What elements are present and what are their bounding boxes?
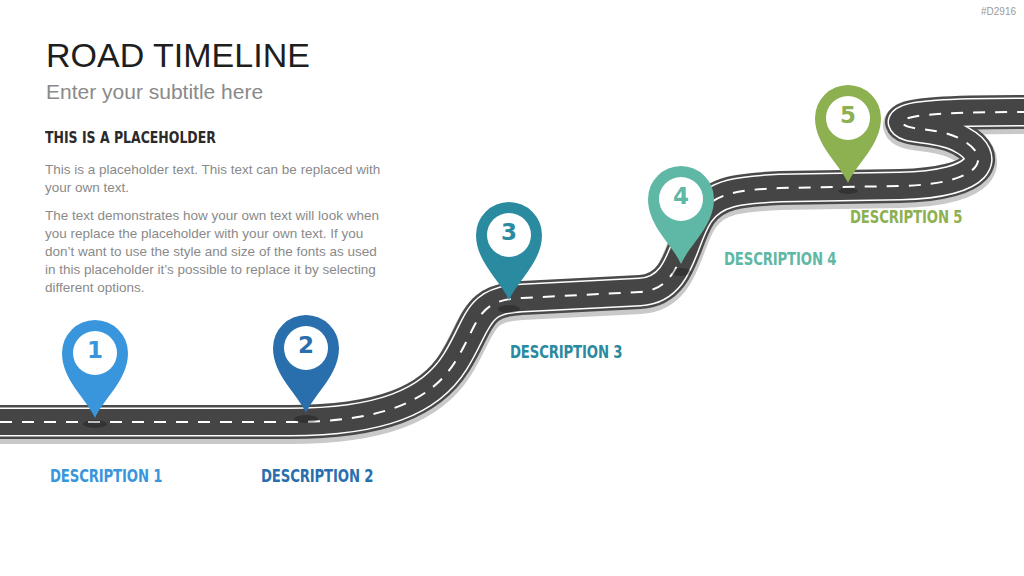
pin-shape <box>474 200 544 302</box>
pin-shape <box>271 313 341 415</box>
callout-number: 2 <box>271 332 341 358</box>
description-label: DESCRIPTION 5 <box>850 207 962 227</box>
map-pin: 2 <box>271 313 341 415</box>
callout-number: 3 <box>474 219 544 245</box>
map-pin: 3 <box>474 200 544 302</box>
callout-number: 5 <box>813 102 883 128</box>
body-text: The text demonstrates how your own text … <box>45 207 390 297</box>
description-label: DESCRIPTION 4 <box>724 249 836 269</box>
map-pin: 4 <box>646 164 716 266</box>
callout-number: 4 <box>646 183 716 209</box>
map-pin: 5 <box>813 83 883 185</box>
body-text: This is a placeholder text. This text ca… <box>45 161 390 197</box>
section-heading: THIS IS A PLACEHOLDER <box>45 128 216 147</box>
pin-shape <box>60 318 130 420</box>
watermark: #D2916 <box>960 6 1016 17</box>
pin-shape <box>813 83 883 185</box>
pin-shape <box>646 164 716 266</box>
subtitle: Enter your subtitle here <box>46 80 263 104</box>
callout-number: 1 <box>60 337 130 363</box>
description-label: DESCRIPTION 3 <box>510 342 622 362</box>
description-label: DESCRIPTION 2 <box>261 466 373 486</box>
description-label: DESCRIPTION 1 <box>50 466 162 486</box>
map-pin: 1 <box>60 318 130 420</box>
slide-title: ROAD TIMELINE <box>46 36 310 75</box>
